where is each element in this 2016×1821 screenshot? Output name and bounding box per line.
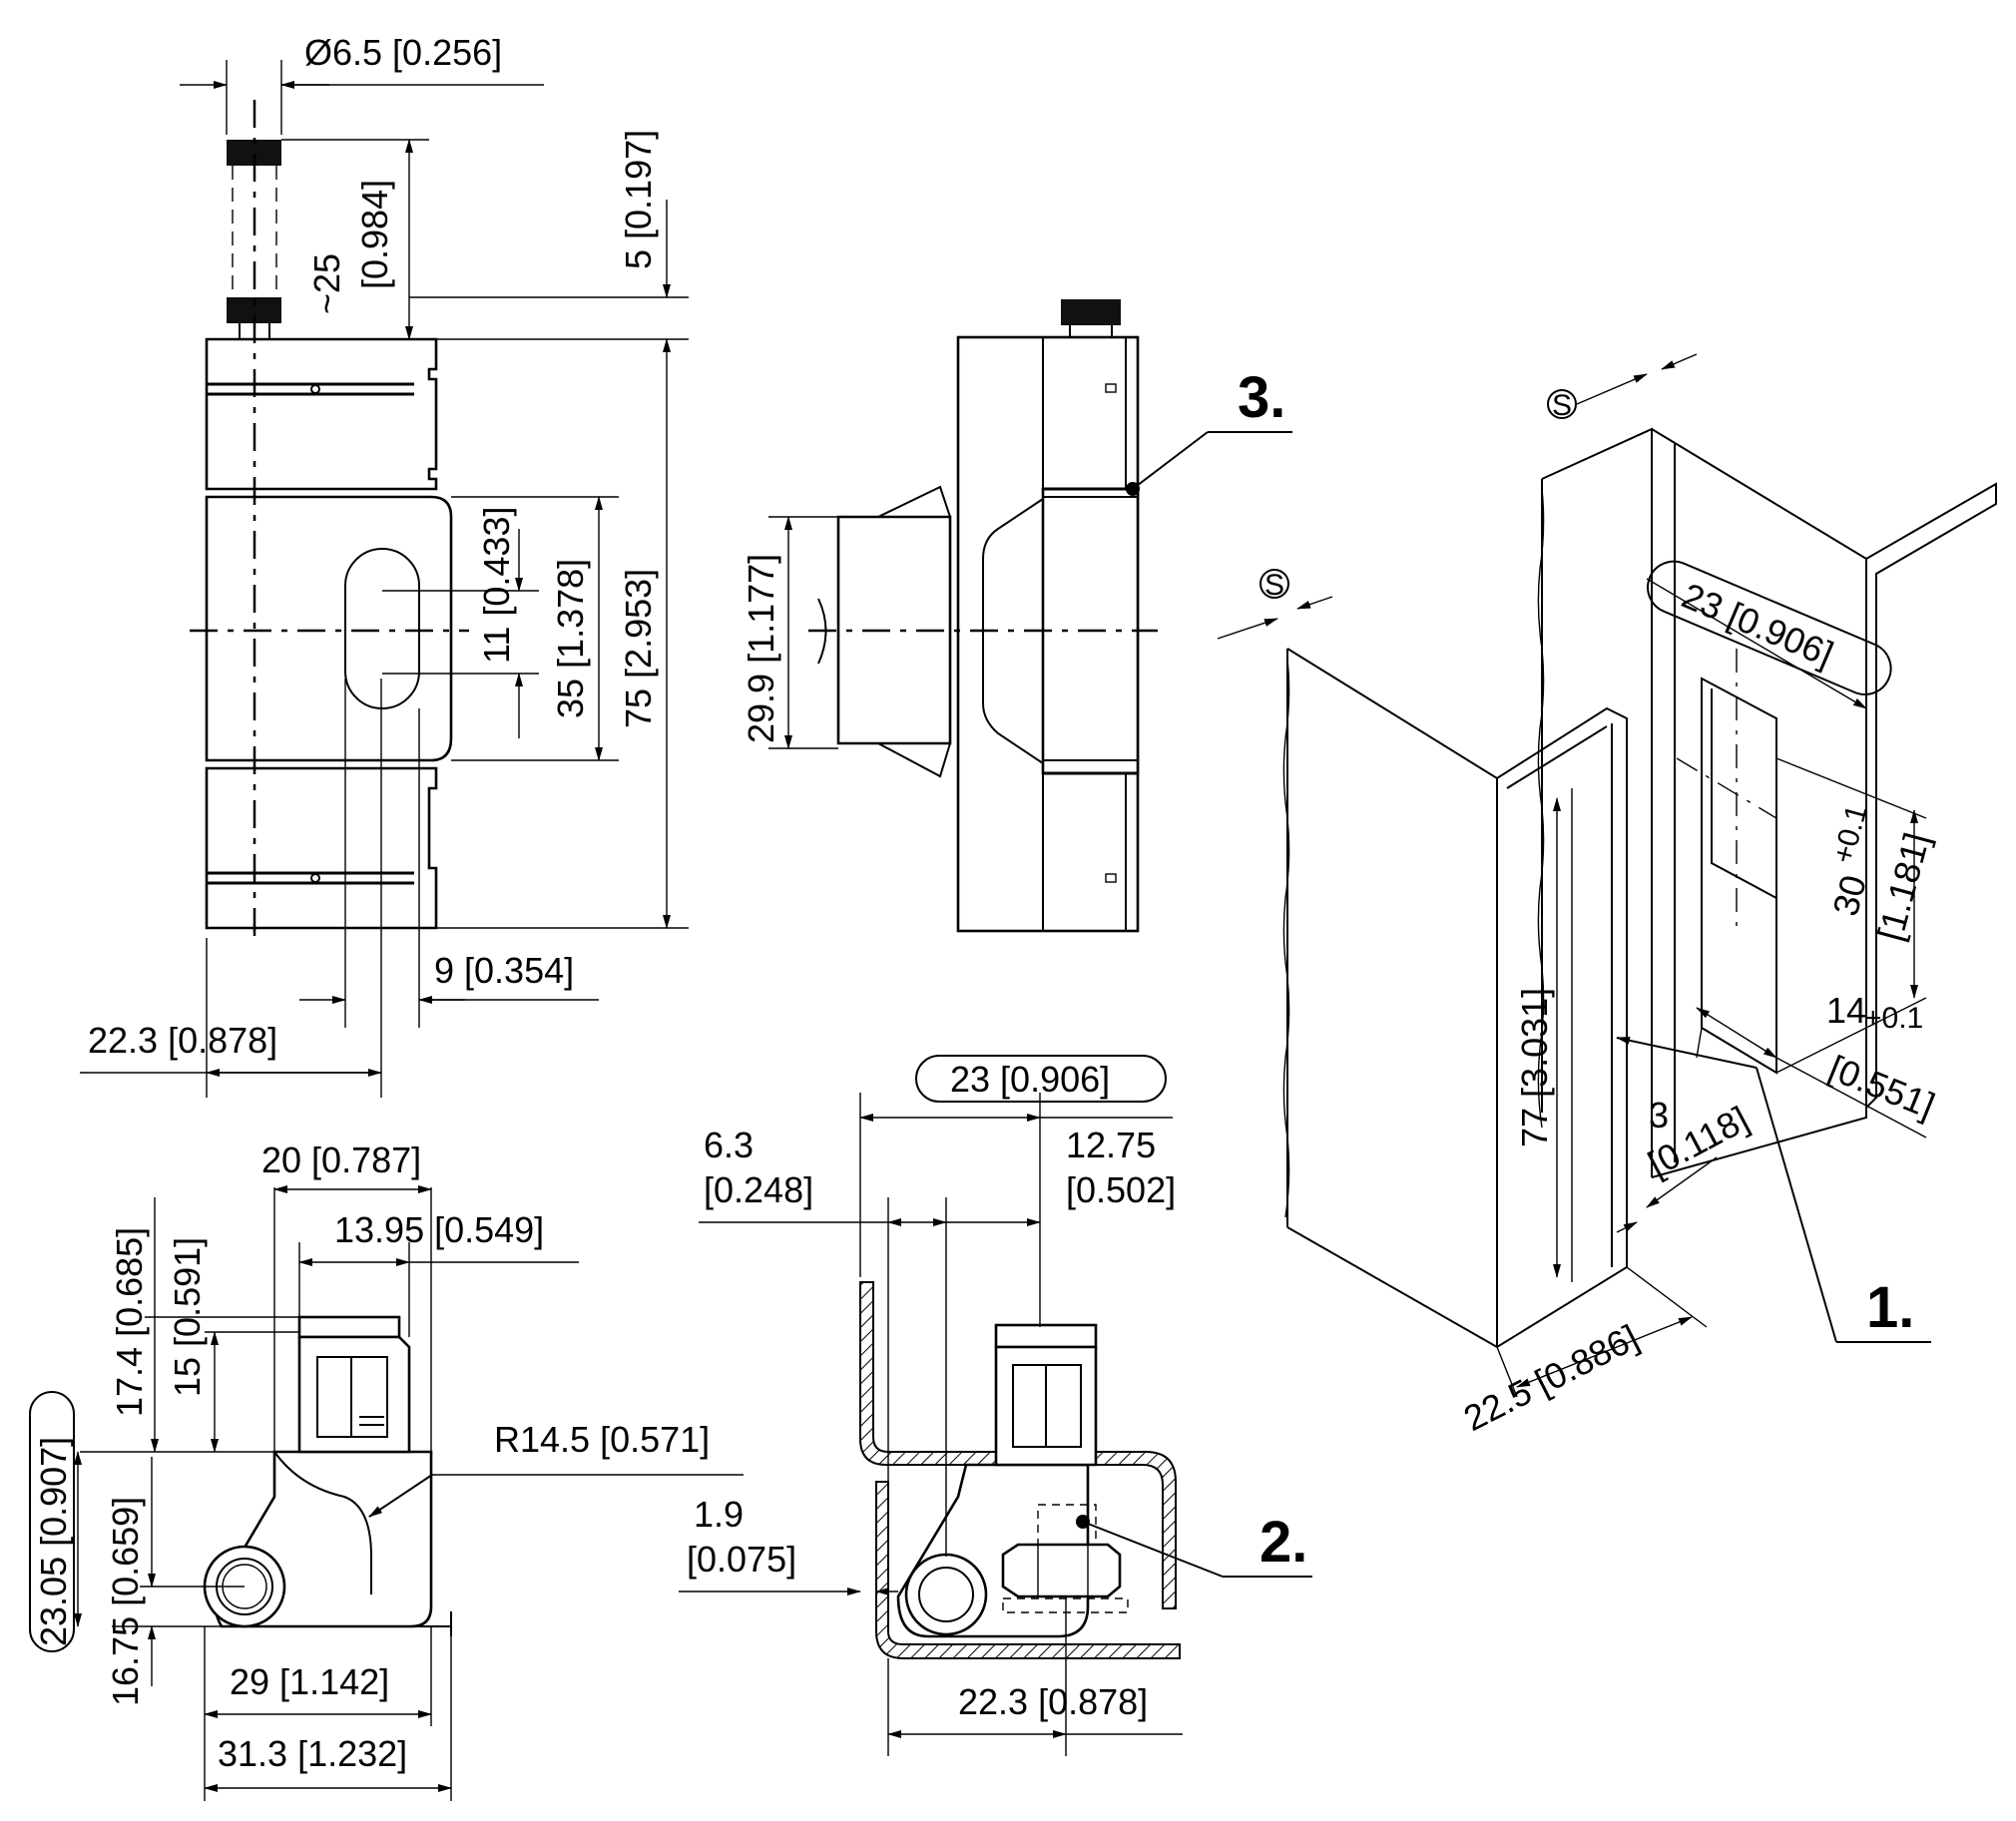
dim-center-block-height: 35 [1.378] [550,559,591,718]
dim-slot-length: 11 [0.433] [476,507,517,664]
thickness-symbol-top: S [1552,389,1572,422]
dim-wall-gap-in: [0.075] [687,1539,796,1580]
dim-offset-b-mm: 12.75 [1066,1125,1156,1165]
dim-cutout-height-in: [1.181] [1869,828,1937,945]
dim-flange-width: 22.5 [0.886] [1457,1316,1645,1439]
callout-3: 3. [1238,365,1285,430]
slot [344,548,420,709]
dim-offset-a-mm: 6.3 [704,1125,754,1165]
dim-mount-width: 23 [0.906] [950,1059,1110,1100]
dim-pin-diameter: Ø6.5 [0.256] [304,32,502,73]
side-view: 29.9 [1.177] 3. [741,299,1292,933]
dim-pin-top-gap: 5 [0.197] [618,130,659,269]
dim-wall-gap-mm: 1.9 [694,1494,744,1535]
dim-height-a: 17.4 [0.685] [109,1227,150,1417]
dim-offset-a-in: [0.248] [704,1169,813,1210]
dim-width-overall: 31.3 [1.232] [218,1733,407,1774]
dim-width-base: 29 [1.142] [230,1661,389,1702]
dim-slot-width: 9 [0.354] [434,950,574,991]
dim-overall-height: 75 [2.953] [618,569,659,728]
dim-width-top: 20 [0.787] [261,1139,421,1180]
dim-pin-offset: 22.3 [0.878] [88,1020,277,1061]
front-view: Ø6.5 [0.256] ~25 [0.984] 5 [0.197] 75 [2… [80,32,689,1098]
dim-block-height: 29.9 [1.177] [741,554,781,743]
dim-cutout-width-mm: 14 [1826,990,1866,1031]
dim-edge-gap-mm: 3 [1649,1095,1669,1136]
dim-edge-length: 77 [3.031] [1514,988,1555,1147]
dim-height-b: 15 [0.591] [167,1237,208,1397]
end-view-left: 20 [0.787] 13.95 [0.549] 17.4 [0.685] 15… [29,1139,744,1801]
callout-2: 2. [1260,1510,1307,1575]
dim-offset-b-in: [0.502] [1066,1169,1176,1210]
dim-pin-stroke-inch: [0.984] [354,180,395,289]
dim-bolt-offset: 22.3 [0.878] [958,1681,1148,1722]
dim-radius: R14.5 [0.571] [494,1419,710,1460]
end-view-mounted: 2. 23 [0.906] 6.3 [0.248] 12.75 [0.502] … [679,1055,1312,1756]
dim-height-axis: 16.75 [0.659] [105,1497,146,1706]
dim-pin-stroke-approx: ~25 [306,253,347,314]
dim-cutout-width-tol: +0.1 [1864,1002,1923,1035]
cutout-view: S S 23 [0.906] 30 +0.1 [1.181] 14 +0.1 [… [1217,353,1997,1439]
dim-height-total: 23.05 [0.907] [33,1437,74,1646]
thickness-symbol-left: S [1264,569,1284,602]
callout-1: 1. [1866,1275,1914,1340]
dim-cutout-offset: 23 [0.906] [1677,575,1839,675]
dim-width-inner: 13.95 [0.549] [334,1209,544,1250]
